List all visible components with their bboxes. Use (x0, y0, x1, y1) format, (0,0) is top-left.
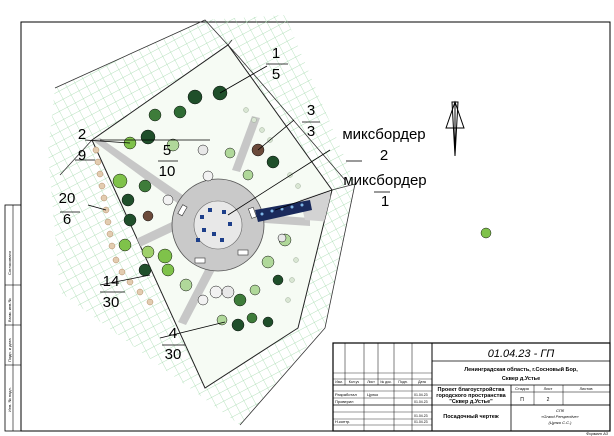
svg-text:Взам. инв.№: Взам. инв.№ (7, 298, 12, 322)
svg-text:01.04.23: 01.04.23 (414, 393, 428, 397)
callout-top: 1 (272, 45, 280, 62)
svg-text:Проект благоустройства: Проект благоустройства (438, 386, 506, 393)
svg-text:миксбордер: миксбордер (342, 126, 425, 143)
svg-text:"Сквер д.Устье": "Сквер д.Устье" (449, 399, 493, 405)
svg-text:6: 6 (63, 211, 71, 228)
svg-text:01.04.23: 01.04.23 (414, 400, 428, 404)
svg-text:Согласовано: Согласовано (7, 250, 12, 275)
svg-text:городского пространства: городского пространства (436, 393, 506, 399)
svg-text:30: 30 (103, 294, 120, 311)
svg-text:3: 3 (307, 123, 315, 140)
svg-text:5: 5 (163, 142, 171, 159)
format-label: Формат А3 (586, 431, 609, 436)
svg-text:2: 2 (547, 397, 550, 403)
svg-text:Ленинградская область, г.Сосно: Ленинградская область, г.Сосновый Бор, (464, 366, 578, 373)
svg-text:9: 9 (78, 147, 86, 164)
svg-text:Лист: Лист (367, 380, 375, 384)
svg-text:3: 3 (307, 102, 315, 119)
svg-text:4: 4 (169, 325, 177, 342)
svg-text:14: 14 (103, 273, 120, 290)
svg-text:(Цулко С.С.): (Цулко С.С.) (548, 420, 572, 425)
callout-bottom: 5 (272, 66, 280, 83)
mixborder-bed (255, 200, 312, 222)
svg-text:2: 2 (380, 147, 388, 164)
callout-6: 5 10 (159, 142, 176, 180)
callout-7: 20 6 (59, 190, 76, 228)
sheet-name: Посадочный чертеж (443, 413, 498, 420)
svg-text:2: 2 (78, 126, 86, 143)
callout-1: 1 5 (272, 45, 280, 83)
shrub-row (92, 146, 154, 306)
svg-text:20: 20 (59, 190, 76, 207)
svg-text:30: 30 (165, 346, 182, 363)
svg-text:Проверил: Проверил (335, 399, 354, 404)
svg-text:Сквер д.Устье: Сквер д.Устье (502, 376, 540, 382)
callout-3: миксбордер 2 (342, 126, 425, 164)
svg-text:01.04.23: 01.04.23 (414, 414, 428, 418)
svg-text:Инв. № подл.: Инв. № подл. (7, 387, 12, 412)
svg-text:Лист: Лист (544, 386, 553, 391)
svg-text:Кол.уч: Кол.уч (349, 380, 360, 384)
svg-text:СПб: СПб (556, 408, 565, 413)
svg-text:Изм.: Изм. (335, 380, 343, 384)
svg-text:Разработал: Разработал (335, 392, 357, 397)
title-block-text: 01.04.23 - ГП Ленинградская область, г.С… (335, 348, 609, 436)
svg-text:П: П (520, 397, 524, 403)
drawing-code: 01.04.23 - ГП (488, 348, 555, 360)
callout-4: миксбордер 1 (343, 172, 426, 210)
svg-text:01.04.23: 01.04.23 (414, 420, 428, 424)
svg-text:«Grand Perspective»: «Grand Perspective» (541, 414, 579, 419)
svg-text:Н.контр.: Н.контр. (335, 419, 350, 424)
north-arrow-icon (445, 100, 465, 157)
leader-lines (60, 63, 390, 346)
svg-text:Листов: Листов (580, 386, 593, 391)
svg-text:миксбордер: миксбордер (343, 172, 426, 189)
svg-text:Цулко: Цулко (367, 392, 379, 397)
svg-text:Подп.: Подп. (398, 380, 407, 384)
callout-5: 2 9 (78, 126, 86, 164)
title-block (332, 342, 611, 432)
svg-text:10: 10 (159, 163, 176, 180)
trees (112, 85, 492, 332)
svg-text:1: 1 (381, 193, 389, 210)
svg-text:Подп. и дата: Подп. и дата (7, 338, 12, 362)
callout-9: 4 30 (165, 325, 182, 363)
svg-text:Стадия: Стадия (515, 386, 529, 391)
callout-2: 3 3 (307, 102, 315, 140)
svg-text:Дата: Дата (418, 380, 426, 384)
svg-text:№ док.: № док. (380, 380, 391, 384)
callout-8: 14 30 (103, 273, 120, 311)
